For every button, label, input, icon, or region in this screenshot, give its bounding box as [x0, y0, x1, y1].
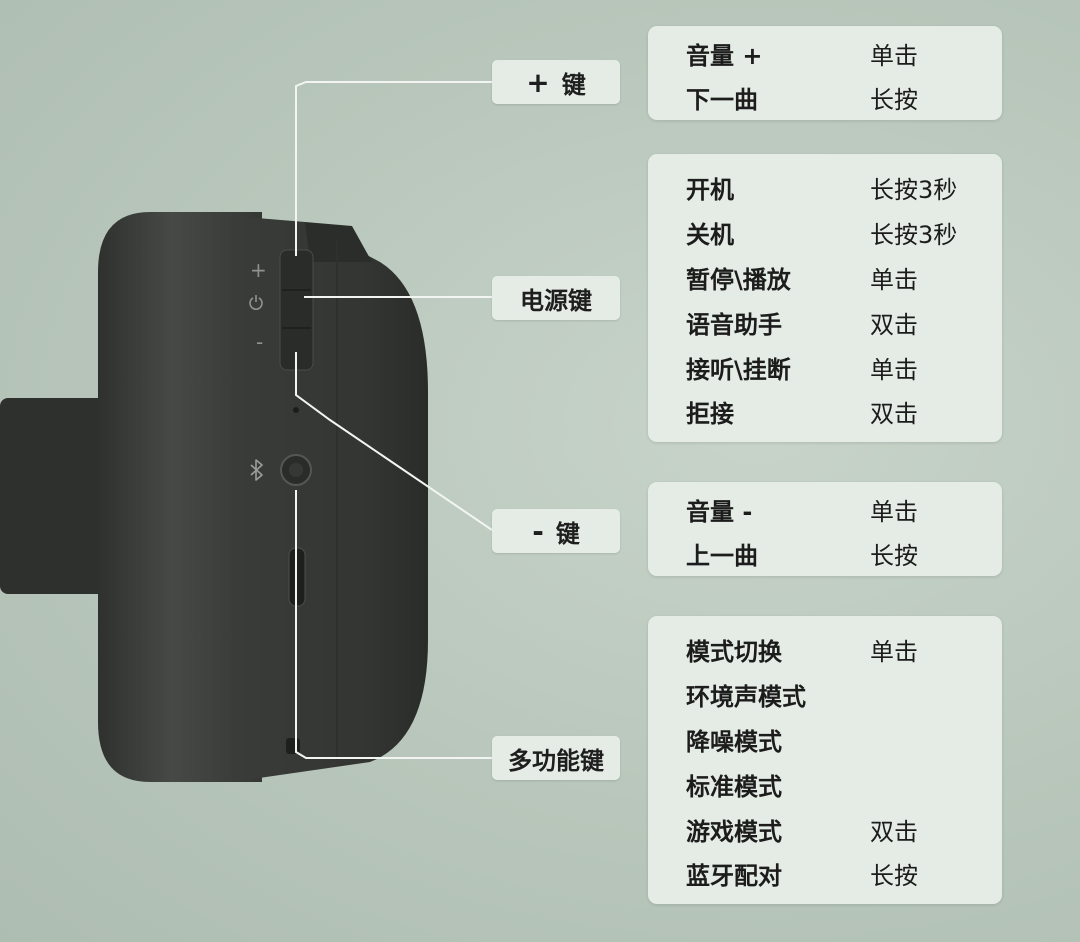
power-key-panel: 开机 长按3秒 关机 长按3秒 暂停\播放 单击 语音助手 双击 接听\挂断 单… [648, 154, 1002, 442]
plus-key-label: + 键 [492, 60, 620, 104]
function-row: 上一曲 长按 [686, 536, 992, 576]
function-action: 长按3秒 [870, 176, 958, 204]
function-action: 长按 [870, 542, 918, 570]
function-name: 接听\挂断 [686, 356, 791, 384]
function-name: 下一曲 [686, 86, 758, 114]
function-name: 降噪模式 [686, 728, 782, 756]
function-row: 暂停\播放 单击 [686, 260, 992, 300]
function-row: 拒接 双击 [686, 394, 992, 434]
headband [0, 398, 112, 594]
function-action: 双击 [870, 818, 918, 846]
plus-key-panel: 音量 + 单击 下一曲 长按 [648, 26, 1002, 120]
function-action: 单击 [870, 638, 918, 666]
function-row: 模式切换 单击 [686, 632, 992, 672]
function-name: 音量 + [686, 42, 763, 70]
function-name: 开机 [686, 176, 734, 204]
function-row: 降噪模式 [686, 722, 992, 762]
leader-lines [295, 81, 493, 759]
function-action: 单击 [870, 498, 918, 526]
power-key-text: 电源键 [520, 286, 592, 315]
plus-mark: + [250, 258, 267, 282]
function-action: 双击 [870, 400, 918, 428]
function-row: 开机 长按3秒 [686, 170, 992, 210]
function-action: 单击 [870, 266, 918, 294]
function-name: 关机 [686, 221, 734, 249]
function-action: 双击 [870, 311, 918, 339]
function-action: 单击 [870, 356, 918, 384]
ear-cushion [98, 212, 262, 782]
function-row: 游戏模式 双击 [686, 812, 992, 852]
function-name: 蓝牙配对 [686, 862, 782, 890]
function-row: 接听\挂断 单击 [686, 350, 992, 390]
function-name: 上一曲 [686, 542, 758, 570]
led-indicator [293, 407, 299, 413]
function-row: 环境声模式 [686, 677, 992, 717]
function-name: 拒接 [686, 400, 734, 428]
function-row: 关机 长按3秒 [686, 215, 992, 255]
function-name: 音量 - [686, 498, 753, 526]
function-name: 暂停\播放 [686, 266, 791, 294]
minus-key-text: 键 [555, 519, 580, 548]
function-row: 标准模式 [686, 767, 992, 807]
function-name: 游戏模式 [686, 818, 782, 846]
function-name: 标准模式 [686, 773, 782, 801]
minus-key-panel: 音量 - 单击 上一曲 长按 [648, 482, 1002, 576]
function-name: 环境声模式 [686, 683, 806, 711]
function-action: 长按3秒 [870, 221, 958, 249]
function-action: 长按 [870, 862, 918, 890]
power-key-label: 电源键 [492, 276, 620, 320]
function-row: 音量 + 单击 [686, 36, 992, 76]
bluetooth-icon [249, 458, 265, 482]
minus-key-symbol: - [532, 514, 544, 548]
minus-key-label: - 键 [492, 509, 620, 553]
function-name: 模式切换 [686, 638, 782, 666]
function-action: 长按 [870, 86, 918, 114]
multi-function-key-panel: 模式切换 单击 环境声模式 降噪模式 标准模式 游戏模式 双击 蓝牙配对 长按 [648, 616, 1002, 904]
function-row: 音量 - 单击 [686, 492, 992, 532]
multi-function-key-label: 多功能键 [492, 736, 620, 780]
minus-mark: - [256, 330, 264, 354]
shell-top-ridge [305, 222, 372, 262]
power-icon [248, 294, 264, 310]
plus-key-text: 键 [561, 70, 586, 99]
function-row: 语音助手 双击 [686, 305, 992, 345]
function-name: 语音助手 [686, 311, 782, 339]
function-row: 下一曲 长按 [686, 80, 992, 120]
function-action: 单击 [870, 42, 918, 70]
function-row: 蓝牙配对 长按 [686, 856, 992, 896]
plus-key-symbol: + [526, 65, 550, 99]
bottom-slot [286, 738, 300, 754]
multi-function-key-text: 多功能键 [508, 746, 604, 775]
